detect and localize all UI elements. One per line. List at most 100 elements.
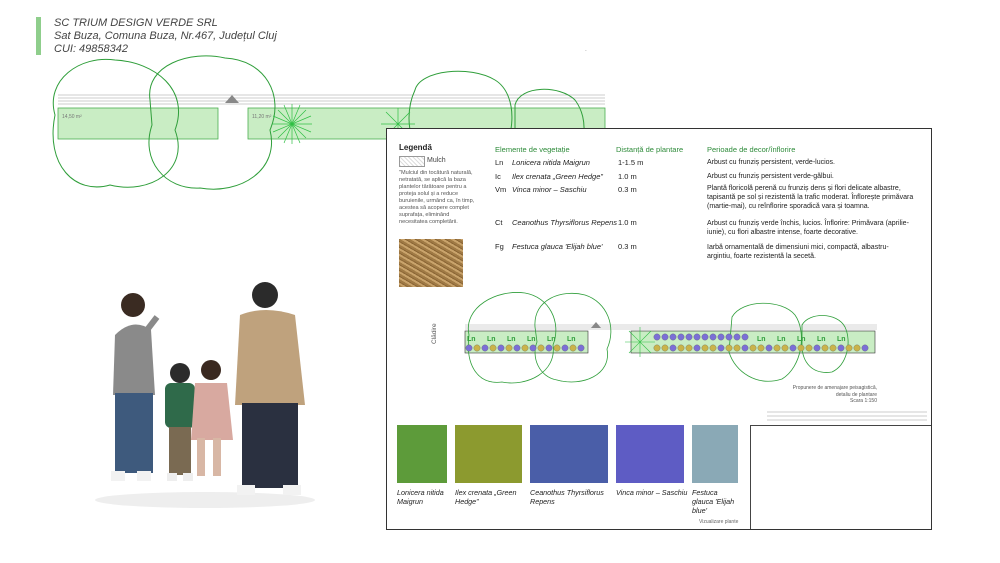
company-address: Sat Buza, Comuna Buza, Nr.467, Județul C… bbox=[54, 30, 277, 42]
plant-dot bbox=[837, 344, 845, 352]
caption-vinca: Vinca minor – Saschiu bbox=[616, 488, 688, 497]
company-header: SC TRIUM DESIGN VERDE SRL Sat Buza, Comu… bbox=[54, 17, 277, 56]
row-plant-name: Ceanothus Thyrsiflorus Repens bbox=[512, 218, 618, 227]
plant-dot bbox=[773, 344, 781, 352]
bed-code-label: Ln bbox=[797, 336, 806, 343]
faint-notes bbox=[767, 411, 927, 421]
plant-dot bbox=[845, 344, 853, 352]
mulch-photo bbox=[399, 239, 463, 287]
plant-dot bbox=[505, 344, 513, 352]
plant-dot bbox=[685, 344, 693, 352]
header-distance: Distanță de plantare bbox=[616, 145, 684, 154]
row-code: Ct bbox=[495, 218, 503, 227]
caption-lonicera: Lonicera nitida Maigrun bbox=[397, 488, 444, 506]
plant-dot bbox=[709, 333, 717, 341]
row-plant-name: Vinca minor – Saschiu bbox=[512, 185, 587, 194]
plant-dot bbox=[853, 344, 861, 352]
entrance-marker bbox=[225, 95, 239, 103]
plant-dot bbox=[465, 344, 473, 352]
plant-dot bbox=[537, 344, 545, 352]
plant-dot bbox=[861, 344, 869, 352]
plant-dot bbox=[693, 333, 701, 341]
plant-dot bbox=[821, 344, 829, 352]
header-period: Perioade de decor/înflorire bbox=[707, 145, 796, 154]
plant-dot bbox=[473, 344, 481, 352]
plant-dot bbox=[709, 344, 717, 352]
bed-code-label: Ln bbox=[837, 336, 846, 343]
plant-dot bbox=[529, 344, 537, 352]
plant-dot bbox=[661, 333, 669, 341]
plant-dot bbox=[677, 344, 685, 352]
plant-dot bbox=[653, 344, 661, 352]
row-code: Vm bbox=[495, 185, 507, 194]
caption-ilex: Ilex crenata „Green Hedge” bbox=[455, 488, 517, 506]
family-illustration bbox=[95, 282, 315, 508]
row-code: Ic bbox=[495, 172, 501, 181]
photo-festuca bbox=[692, 425, 738, 483]
plant-dot bbox=[733, 333, 741, 341]
plant-dot bbox=[725, 344, 733, 352]
plant-dot bbox=[701, 344, 709, 352]
row-distance: 0.3 m bbox=[618, 185, 637, 194]
plant-dot bbox=[661, 344, 669, 352]
planting-plan-sheet: Legendă Mulch "Mulciul din tocătură natu… bbox=[386, 128, 932, 530]
tree-canopy bbox=[148, 55, 276, 190]
plant-dot bbox=[669, 344, 677, 352]
plan-entrance-marker bbox=[591, 322, 601, 328]
plant-dot bbox=[489, 344, 497, 352]
row-distance: 0.3 m bbox=[618, 242, 637, 251]
legend-title: Legendă bbox=[399, 143, 432, 152]
plant-dot bbox=[701, 333, 709, 341]
row-description: Arbust cu frunziș persistent verde-gălbu… bbox=[707, 173, 834, 180]
photo-ilex bbox=[455, 425, 522, 483]
plant-dot bbox=[669, 333, 677, 341]
photo-ceanothus bbox=[530, 425, 608, 483]
bed-code-label: Ln bbox=[817, 336, 826, 343]
photo-vinca bbox=[616, 425, 684, 483]
building-label: Clădire bbox=[431, 323, 438, 344]
plant-dot bbox=[717, 333, 725, 341]
plan-conifer-symbol bbox=[625, 327, 655, 357]
bed-code-label: Ln bbox=[507, 336, 516, 343]
bed-code-label: Ln bbox=[567, 336, 576, 343]
plan-caption-line2: detaliu de plantare bbox=[835, 391, 877, 398]
plan-tree-canopy bbox=[534, 292, 612, 383]
plant-dot bbox=[497, 344, 505, 352]
bed-code-label: Ln bbox=[547, 336, 556, 343]
company-cui: CUI: 49858342 bbox=[54, 43, 128, 55]
company-name: SC TRIUM DESIGN VERDE SRL bbox=[54, 17, 218, 29]
plant-dot bbox=[653, 333, 661, 341]
plant-dot bbox=[717, 344, 725, 352]
tree-canopy bbox=[52, 58, 180, 188]
plant-dot bbox=[805, 344, 813, 352]
plant-dot bbox=[789, 344, 797, 352]
mulch-swatch bbox=[399, 156, 425, 167]
plant-dot bbox=[561, 344, 569, 352]
plant-dot bbox=[741, 344, 749, 352]
plant-dot bbox=[481, 344, 489, 352]
row-description: Arbust cu frunziș persistent, verde-luci… bbox=[707, 159, 835, 166]
row-description: Arbust cu frunziș verde închis, lucios. … bbox=[707, 220, 909, 236]
bed-code-label: Ln bbox=[467, 336, 476, 343]
plant-dot bbox=[693, 344, 701, 352]
plant-dot bbox=[545, 344, 553, 352]
plant-dot bbox=[765, 344, 773, 352]
bed-area-label: 14,50 m² bbox=[62, 114, 82, 120]
plant-dot bbox=[829, 344, 837, 352]
plant-dot bbox=[685, 333, 693, 341]
bed-code-label: Ln bbox=[757, 336, 766, 343]
title-block bbox=[750, 425, 931, 529]
bed-code-label: Ln bbox=[777, 336, 786, 343]
plant-dot bbox=[757, 344, 765, 352]
plant-dot bbox=[677, 333, 685, 341]
plan-scale: Scara 1:150 bbox=[850, 398, 877, 404]
row-distance: 1-1.5 m bbox=[618, 158, 644, 167]
caption-festuca: Festuca glauca 'Elijah blue' bbox=[692, 488, 735, 515]
caption-ceanothus: Ceanothus Thyrsiflorus Repens bbox=[530, 488, 604, 506]
plant-dot bbox=[741, 333, 749, 341]
plant-dot bbox=[813, 344, 821, 352]
bed-code-label: Ln bbox=[487, 336, 496, 343]
plan-caption-line1: Propunere de amenajare peisagistică, bbox=[792, 385, 877, 391]
photos-footer: Vizualizare plante bbox=[699, 519, 739, 525]
planting-bed-left bbox=[57, 107, 219, 140]
